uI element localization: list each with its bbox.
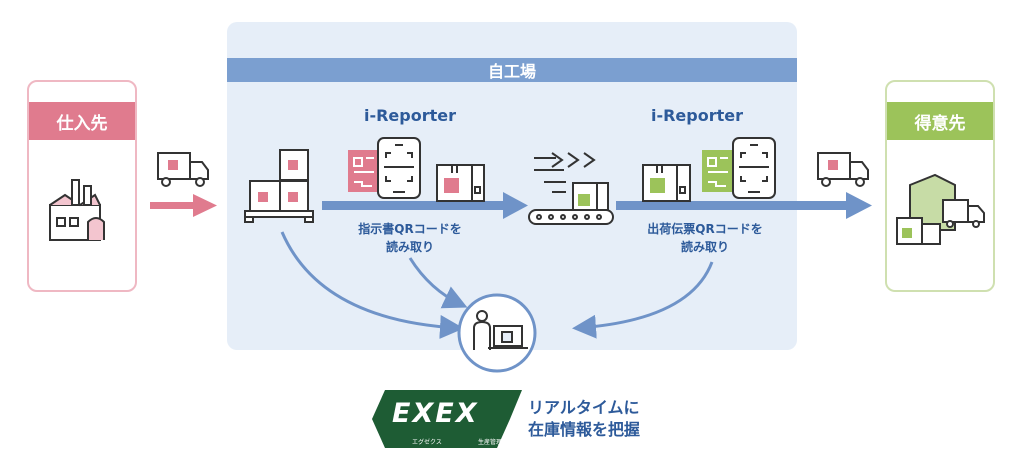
- box-green-qr-icon: [642, 164, 691, 202]
- box-pink-qr-icon: [436, 164, 485, 202]
- i-reporter-label-left: i-Reporter: [363, 106, 457, 125]
- caption-left-line1: 指示書QRコードを: [358, 222, 462, 236]
- qr-code-green-icon: [702, 150, 734, 192]
- exex-logo-sub2: 生産管理: [478, 438, 502, 446]
- curve-arrow-reporter-right: [572, 261, 714, 339]
- truck-icon-customer: [817, 152, 869, 187]
- supplier-arrow: [150, 194, 217, 217]
- caption-right-line1: 出荷伝票QRコードを: [647, 222, 763, 236]
- caption-left-line2: 読み取り: [385, 240, 434, 254]
- supplier-card: 仕入先: [27, 80, 137, 292]
- i-reporter-label-right: i-Reporter: [650, 106, 744, 125]
- exex-terminal-icon: [457, 293, 537, 373]
- flow-arrow-1: [322, 192, 528, 219]
- tablet-scan-icon-right: [732, 137, 776, 199]
- pallet-boxes-icon: [244, 149, 314, 223]
- curve-arrow-reporter-left: [408, 257, 468, 309]
- exex-logo-text: EXEX: [392, 398, 479, 429]
- caption-right-line2: 読み取り: [680, 240, 729, 254]
- supplier-label: 仕入先: [29, 102, 135, 140]
- exex-logo: EXEX エグゼクス 生産管理: [372, 390, 522, 448]
- qr-code-pink-icon: [348, 150, 380, 192]
- curve-arrow-pallet: [280, 231, 464, 339]
- caption-right: 出荷伝票QRコードを 読み取り: [615, 220, 795, 256]
- caption-left: 指示書QRコードを 読み取り: [320, 220, 500, 256]
- factory-icon: [49, 179, 105, 241]
- exex-logo-sub1: エグゼクス: [412, 438, 442, 446]
- truck-icon-supplier: [157, 152, 209, 187]
- flow-arrow-2: [616, 192, 872, 219]
- exex-tagline: リアルタイムに 在庫情報を把握: [528, 397, 640, 441]
- tablet-scan-icon-left: [377, 137, 421, 199]
- customer-label: 得意先: [887, 102, 993, 140]
- own-factory-header: 自工場: [227, 58, 797, 82]
- tagline-line2: 在庫情報を把握: [528, 420, 641, 439]
- conveyor-icon: [528, 152, 614, 225]
- tagline-line1: リアルタイムに: [528, 398, 640, 417]
- customer-warehouse-icon: [896, 173, 985, 245]
